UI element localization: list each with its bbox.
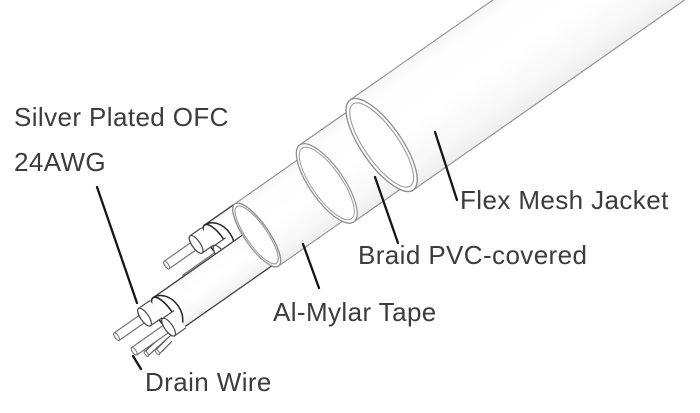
leader-conductor: [95, 185, 139, 305]
leader-braid: [373, 175, 400, 245]
braid-cylinder: [295, 101, 416, 224]
conductor-insulation: [188, 227, 214, 254]
label-braid-pvc-covered: Braid PVC-covered: [358, 240, 588, 270]
leader-drain: [131, 354, 143, 371]
twisted-pair-front: [113, 234, 273, 356]
outer-jacket-cylinder: [345, 0, 697, 193]
drain-wire-front: [143, 328, 174, 357]
leader-lines: [95, 130, 459, 371]
conductor-insulation: [161, 310, 187, 337]
mylar-tape-rim-overlay: [232, 202, 282, 268]
label-flex-mesh-jacket: Flex Mesh Jacket: [460, 185, 669, 215]
leader-jacket: [433, 130, 459, 202]
label-drain-wire: Drain Wire: [145, 367, 272, 397]
conductor-wire: [113, 312, 148, 341]
leader-tape: [301, 242, 321, 290]
label-conductor-line1: Silver Plated OFC: [14, 102, 229, 132]
cable-body: [113, 0, 697, 357]
conductor-insulation: [137, 300, 163, 327]
conductor-wire: [163, 239, 200, 270]
label-al-mylar-tape: Al-Mylar Tape: [273, 297, 437, 327]
conductor-wire: [130, 322, 172, 356]
label-conductor-line2: 24AWG: [14, 147, 107, 177]
